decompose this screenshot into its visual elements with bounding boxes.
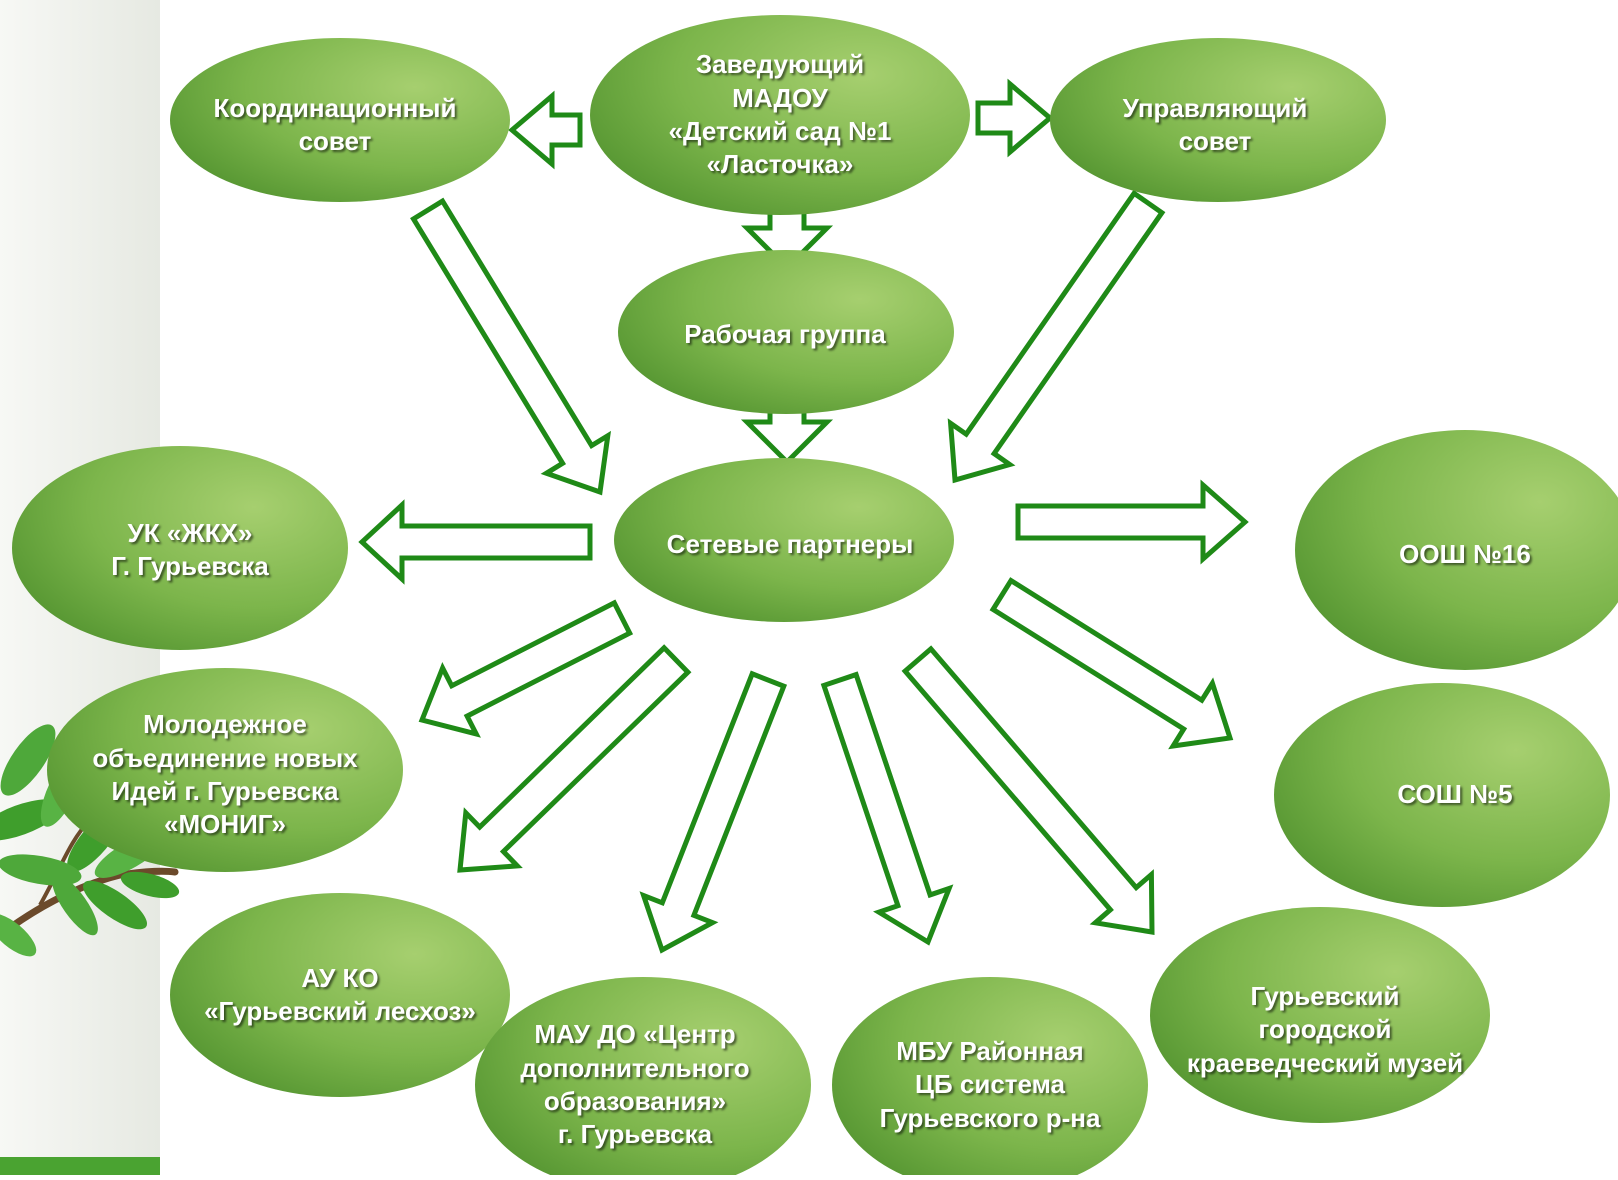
uk-zhkh-node bbox=[12, 446, 348, 650]
sosh5-node bbox=[1274, 683, 1610, 907]
museum-node bbox=[1150, 907, 1490, 1123]
head-node bbox=[590, 15, 970, 215]
arrow-coordination-to-network bbox=[410, 197, 612, 496]
monig-node bbox=[47, 668, 403, 872]
au-ko-node bbox=[170, 893, 510, 1097]
mbu-node bbox=[832, 977, 1148, 1180]
arrow-network-to-oosh16 bbox=[1015, 479, 1249, 565]
arrow-network-to-monig bbox=[418, 599, 634, 738]
arrow-network-to-au-ko bbox=[457, 644, 692, 873]
arrow-network-to-uk-zhkh bbox=[358, 499, 593, 585]
network-partners-node bbox=[614, 458, 954, 622]
bottom-bar bbox=[0, 1157, 160, 1175]
arrow-network-to-museum bbox=[901, 645, 1155, 935]
arrow-network-to-sosh5 bbox=[989, 577, 1234, 750]
coordination-council-node bbox=[170, 38, 510, 202]
leaf-branch-icon bbox=[0, 724, 180, 957]
arrow-head-to-coordination bbox=[508, 90, 583, 170]
arrow-network-to-mbu bbox=[820, 671, 954, 946]
arrow-managing-to-network bbox=[947, 189, 1166, 484]
working-group-node bbox=[618, 250, 954, 414]
arrow-head-to-managing bbox=[975, 78, 1054, 158]
mau-do-node bbox=[475, 977, 811, 1180]
managing-council-node bbox=[1050, 38, 1386, 202]
oosh16-node bbox=[1295, 430, 1618, 670]
arrow-network-to-mau-do bbox=[639, 670, 788, 954]
